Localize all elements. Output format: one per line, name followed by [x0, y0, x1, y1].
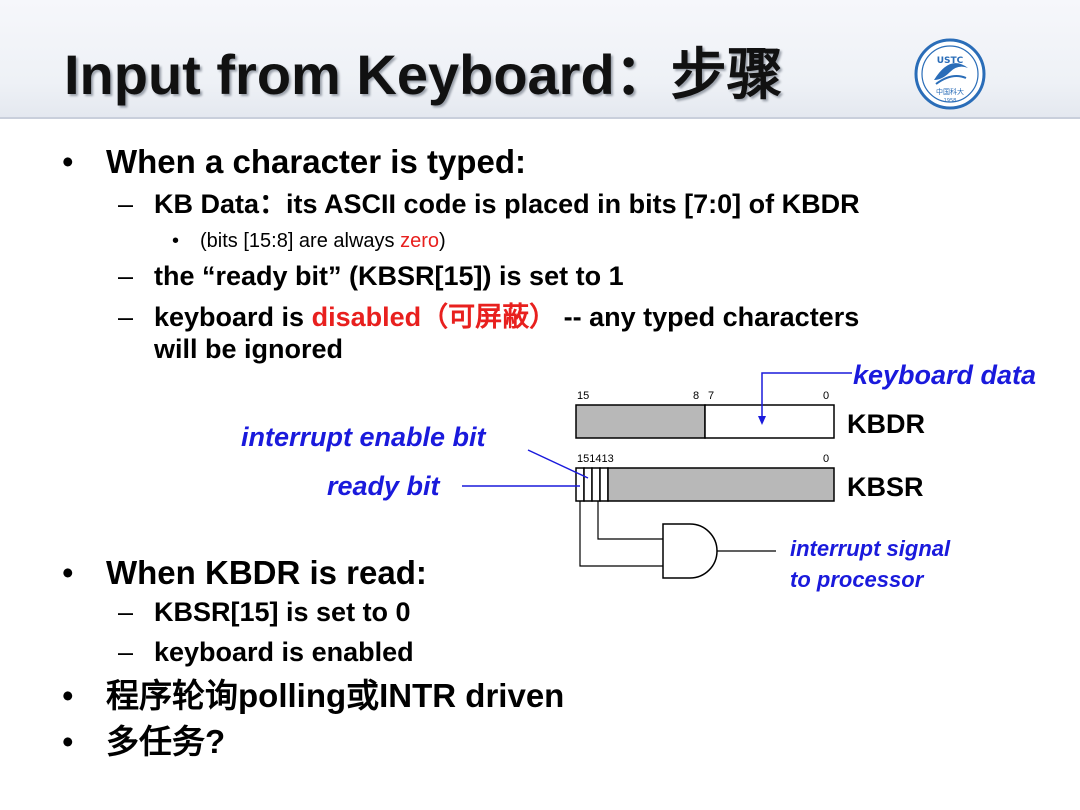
wire-enable-bit	[597, 501, 663, 540]
subbullet-kbsr-zero: –KBSR[15] is set to 0	[118, 596, 411, 628]
disabled-highlight: disabled（可屏蔽）	[311, 302, 557, 332]
title-band	[0, 0, 1080, 118]
bullet-glyph: •	[62, 677, 74, 714]
bits-text-pre: (bits [15:8] are always	[200, 230, 401, 252]
disabled-text-post: -- any typed characters	[556, 302, 860, 332]
wire-ready-bit	[579, 501, 663, 567]
interrupt-enable-pointer	[527, 449, 589, 479]
subsubbullet-bits: • (bits [15:8] are always zero)	[172, 228, 446, 254]
subbullet-enabled: –keyboard is enabled	[118, 636, 414, 668]
subbullet-text: the “ready bit” (KBSR[15]) is set to 1	[154, 261, 624, 291]
interrupt-enable-label: interrupt enable bit	[241, 422, 487, 452]
kbdr-low-byte	[704, 404, 835, 439]
subbullet-text: KBSR[15] is set to 0	[154, 597, 411, 627]
subbullet-ready-bit: –the “ready bit” (KBSR[15]) is set to 1	[118, 260, 624, 292]
dash-glyph: –	[118, 189, 134, 219]
zero-highlight: zero	[400, 230, 439, 252]
bullet-text: 多任务?	[106, 723, 226, 760]
subbullet-disabled: –keyboard is disabled（可屏蔽） -- any typed …	[118, 301, 859, 333]
keyboard-data-arrowhead	[758, 416, 766, 425]
kbsr-bit-13	[591, 467, 601, 502]
subbullet-text: KB Data：its ASCII code is placed in bits…	[154, 189, 860, 219]
keyboard-data-label: keyboard data	[853, 360, 1036, 390]
bullet-read: • When KBDR is read:	[62, 553, 427, 593]
ustc-logo-icon: USTC 中国科大 1958	[914, 38, 986, 110]
interrupt-signal-label-line2: to processor	[790, 567, 925, 592]
disabled-text-pre: keyboard is	[154, 302, 312, 332]
bullet-glyph: •	[62, 723, 74, 760]
logo-text-top: USTC	[937, 56, 964, 66]
bits-text-post: )	[439, 230, 446, 252]
bullet-polling: • 程序轮询polling或INTR driven	[62, 676, 564, 716]
bullet-glyph: •	[172, 230, 180, 252]
kbdr-high-byte	[575, 404, 706, 439]
subbullet-text: keyboard is enabled	[154, 637, 414, 667]
keyboard-data-arrow	[761, 372, 852, 422]
bullet-glyph: •	[62, 554, 74, 591]
kbsr-bit-12	[599, 467, 609, 502]
kbsr-remaining-bits	[607, 467, 835, 502]
kbdr-tick-0: 0	[823, 390, 829, 402]
kbsr-bit-14	[583, 467, 593, 502]
and-gate-icon	[662, 523, 718, 579]
title-divider	[0, 117, 1080, 119]
ready-bit-label: ready bit	[327, 471, 441, 501]
kbsr-tick-151413: 151413	[577, 453, 614, 465]
subbullet-kb-data: –KB Data：its ASCII code is placed in bit…	[118, 188, 860, 220]
bullet-text: When KBDR is read:	[106, 554, 427, 591]
kbsr-label: KBSR	[847, 472, 924, 502]
kbdr-label: KBDR	[847, 409, 925, 439]
bullet-text: 程序轮询polling或INTR driven	[106, 677, 565, 714]
slide-title: Input from Keyboard：步骤	[64, 43, 783, 106]
logo-text-bottom: 中国科大	[936, 87, 964, 96]
bullet-multitask: • 多任务?	[62, 722, 225, 762]
dash-glyph: –	[118, 302, 134, 332]
logo-year: 1958	[944, 98, 957, 104]
kbsr-tick-0: 0	[823, 453, 829, 465]
dash-glyph: –	[118, 261, 134, 291]
subbullet-disabled-continuation: will be ignored	[154, 334, 344, 364]
bullet-glyph: •	[62, 143, 74, 180]
bullet-text: When a character is typed:	[106, 143, 526, 180]
kbdr-tick-7: 7	[708, 390, 714, 402]
bullet-typed: • When a character is typed:	[62, 142, 526, 182]
kbdr-tick-8: 8	[693, 390, 699, 402]
kbdr-tick-15: 15	[577, 390, 589, 402]
dash-glyph: –	[118, 637, 134, 667]
dash-glyph: –	[118, 597, 134, 627]
interrupt-signal-label-line1: interrupt signal	[790, 536, 951, 561]
